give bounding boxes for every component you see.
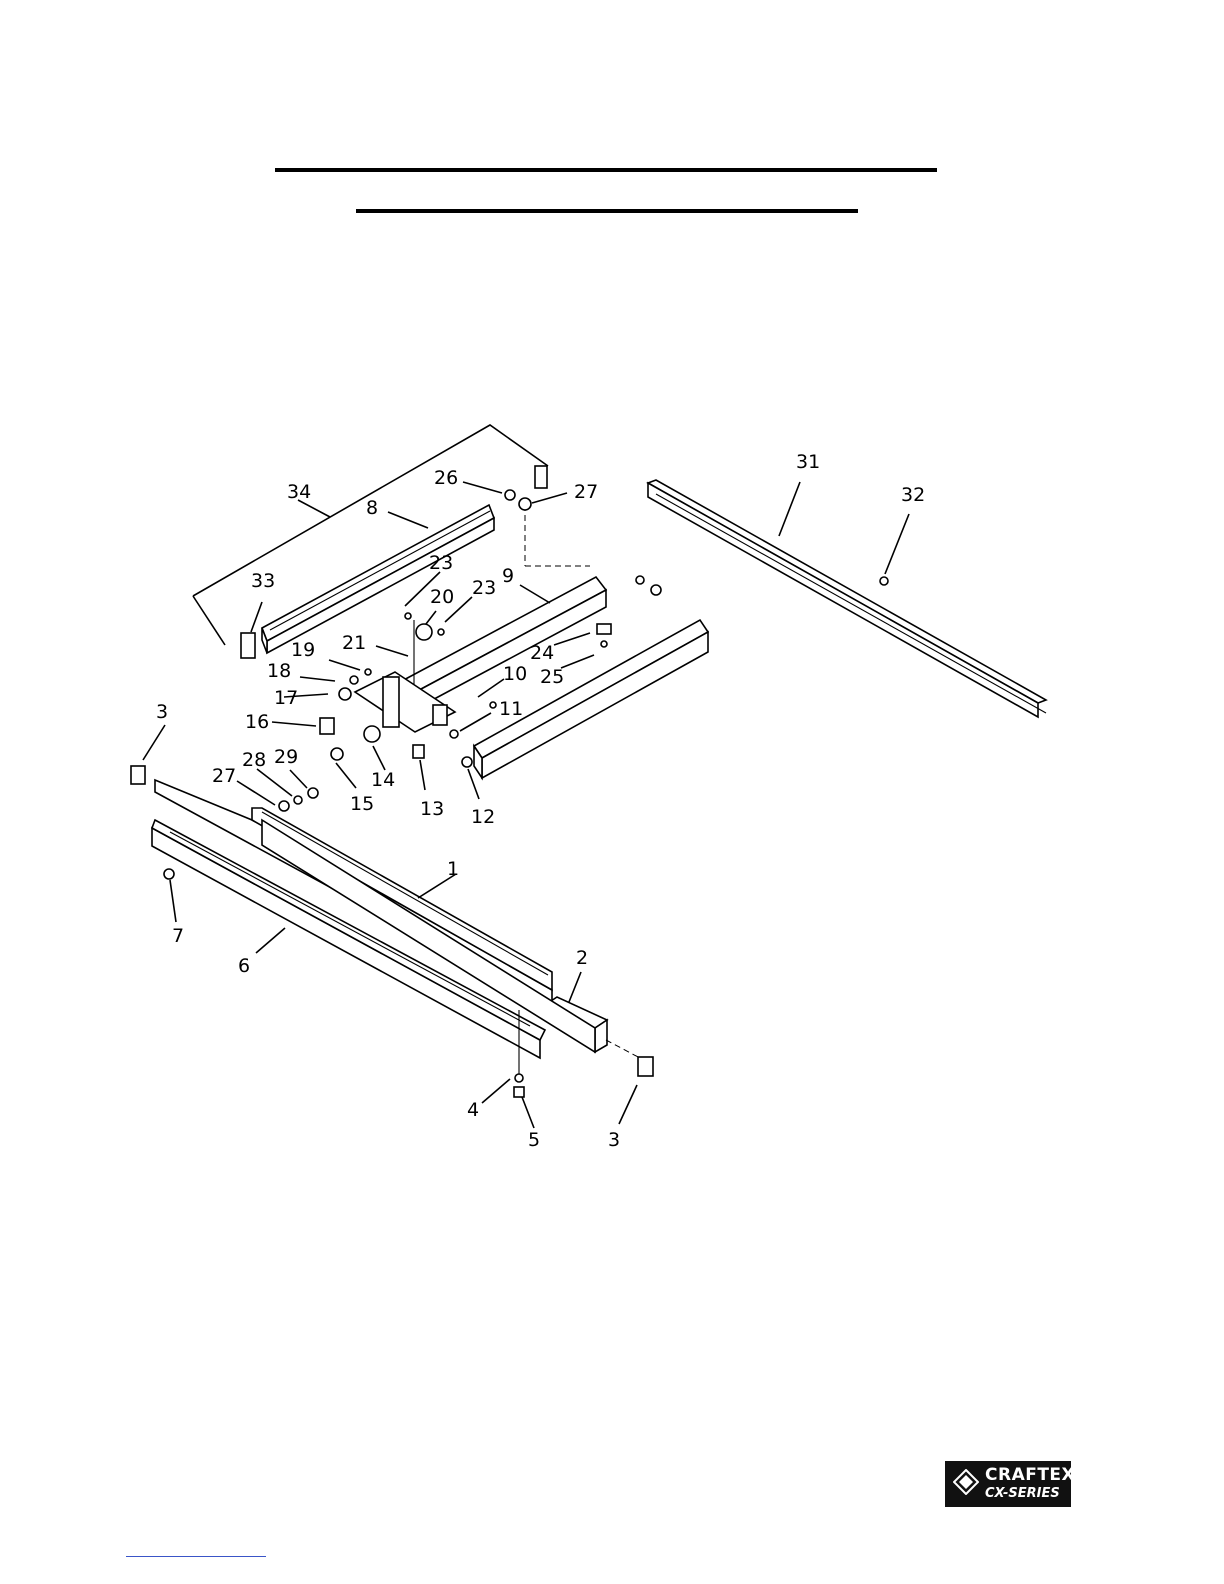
- callout-5: 5: [528, 1129, 540, 1151]
- logo-diamond-icon: [953, 1469, 979, 1495]
- callout-10: 10: [503, 663, 527, 685]
- dash-line-cap: [606, 1040, 640, 1058]
- callout-13: 13: [420, 798, 444, 820]
- part-8-rail: [262, 505, 494, 653]
- callout-31: 31: [796, 451, 820, 473]
- callout-1: 1: [447, 858, 459, 880]
- callout-18: 18: [267, 660, 291, 682]
- logo-brand-text: CRAFTEX: [985, 1465, 1075, 1485]
- callout-27-upper: 27: [574, 481, 598, 503]
- part-2-tube: [262, 820, 607, 1052]
- callout-11: 11: [499, 698, 523, 720]
- footer-link-underline[interactable]: [126, 1556, 266, 1557]
- callout-21: 21: [342, 632, 366, 654]
- callout-28: 28: [242, 749, 266, 771]
- callout-24: 24: [530, 642, 554, 664]
- callout-8: 8: [366, 497, 378, 519]
- callout-16: 16: [245, 711, 269, 733]
- callout-12: 12: [471, 806, 495, 828]
- callout-25: 25: [540, 666, 564, 688]
- callout-7: 7: [172, 925, 184, 947]
- callout-15: 15: [350, 793, 374, 815]
- callout-27-lower: 27: [212, 765, 236, 787]
- callout-29: 29: [274, 746, 298, 768]
- callout-33: 33: [251, 570, 275, 592]
- callout-4: 4: [467, 1099, 479, 1121]
- callout-23-left: 23: [429, 552, 453, 574]
- callout-20: 20: [430, 586, 454, 608]
- callout-17: 17: [274, 687, 298, 709]
- callout-3-left: 3: [156, 701, 168, 723]
- part-3-end-cap-right: [638, 1057, 653, 1076]
- callout-9: 9: [502, 565, 514, 587]
- assembly-bracket-tail: [193, 596, 225, 645]
- part-3-end-cap-left: [131, 766, 145, 784]
- part-31-rail: [648, 480, 1046, 717]
- callout-32: 32: [901, 484, 925, 506]
- part-33-end-cap: [241, 633, 255, 658]
- craftex-logo: CRAFTEX CX-SERIES: [945, 1461, 1071, 1507]
- callout-14: 14: [371, 769, 395, 791]
- callout-34: 34: [287, 481, 311, 503]
- logo-series-text: CX-SERIES: [985, 1486, 1060, 1501]
- callout-23-right: 23: [472, 577, 496, 599]
- callout-3-right: 3: [608, 1129, 620, 1151]
- callout-2: 2: [576, 947, 588, 969]
- end-cap-upper: [535, 466, 547, 488]
- callout-6: 6: [238, 955, 250, 977]
- callout-26: 26: [434, 467, 458, 489]
- callout-19: 19: [291, 639, 315, 661]
